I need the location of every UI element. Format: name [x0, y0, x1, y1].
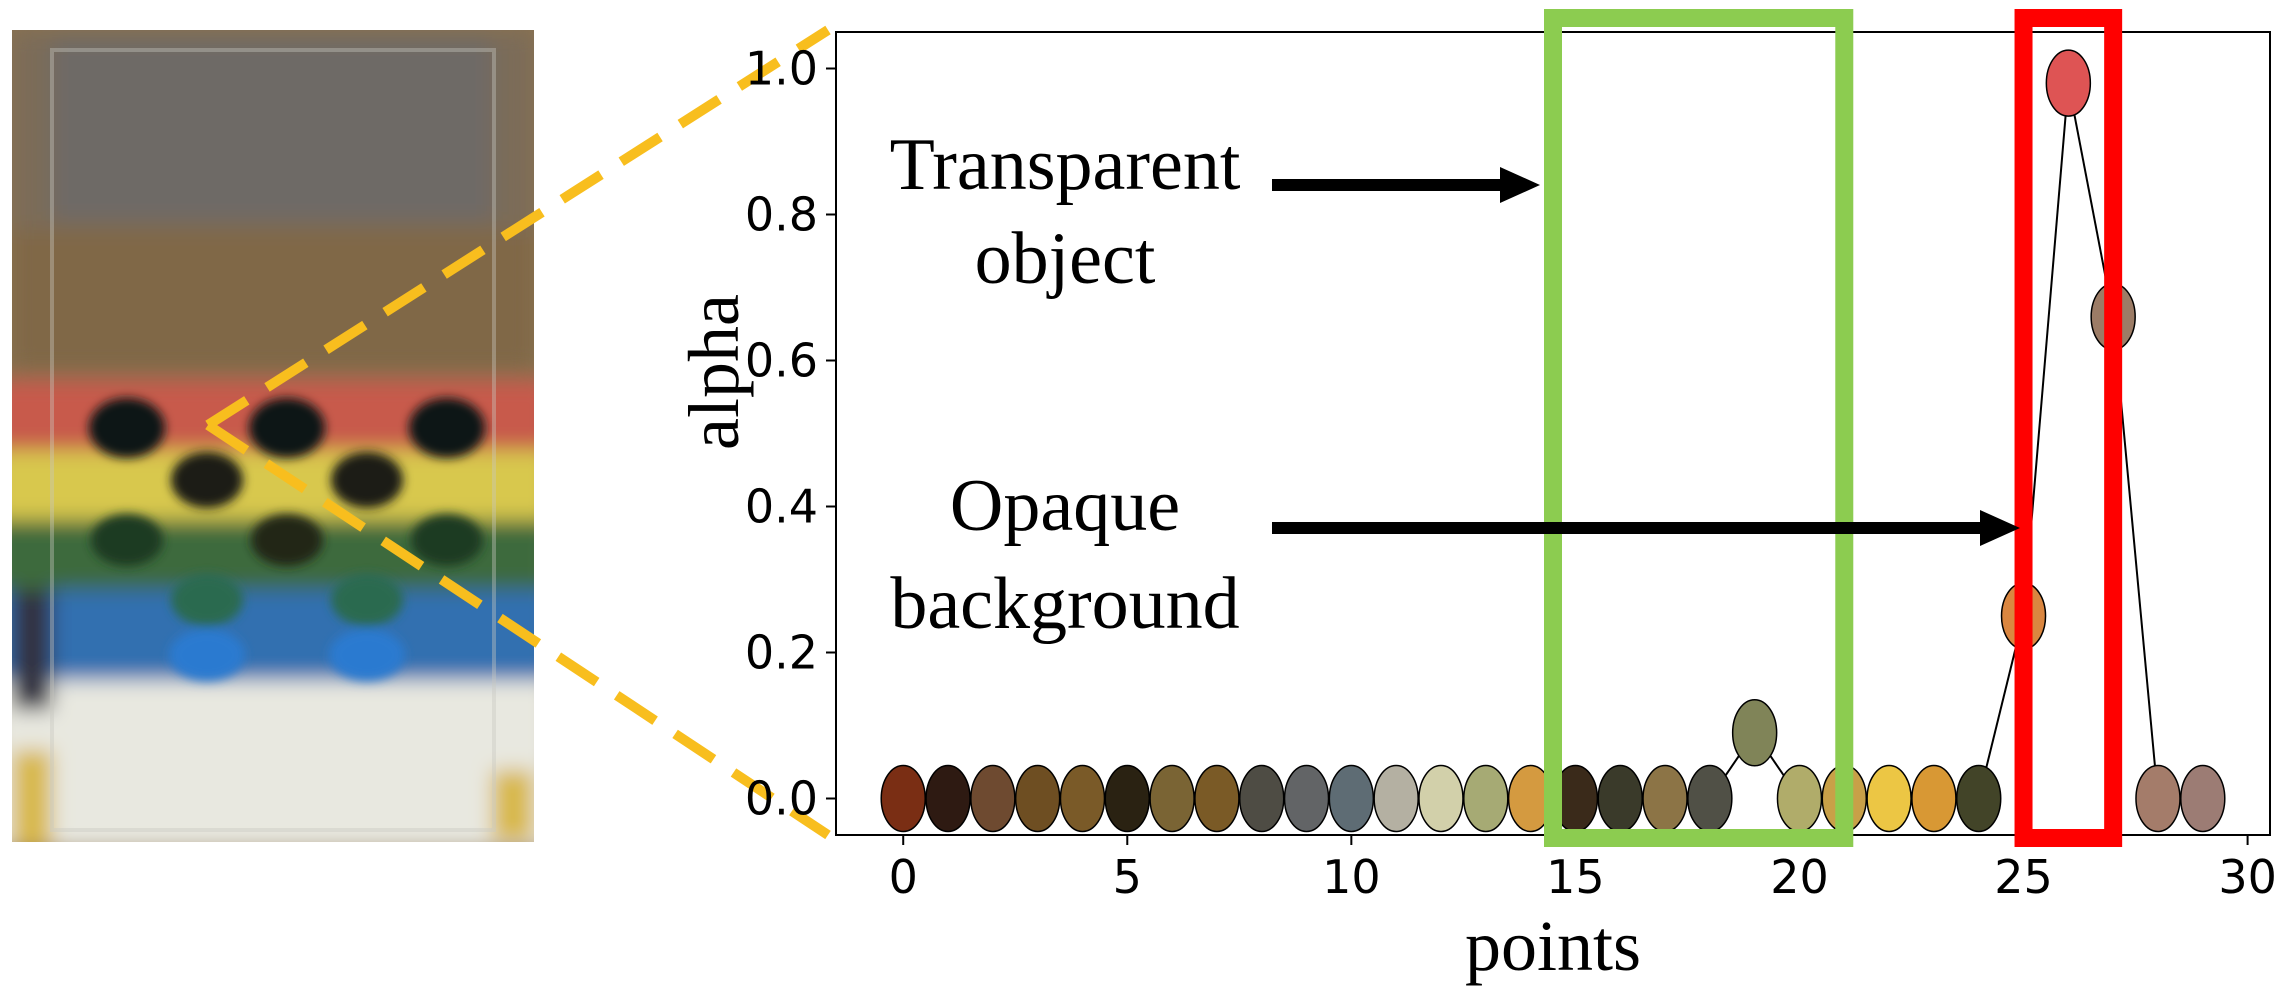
- data-point: [1731, 699, 1778, 767]
- scene-photo: [12, 30, 534, 842]
- transparent-object-highlight: [1544, 9, 1854, 847]
- axis-ticks: 0 5 10 15 20 25 30 0.0 0.2 0.4 0.6 0.8 1.0: [745, 42, 2277, 905]
- data-point: [1238, 764, 1285, 833]
- data-point: [2135, 764, 2181, 833]
- data-point: [1687, 764, 1733, 833]
- data-point: [1328, 764, 1375, 833]
- arrow-transparent: [1272, 167, 1540, 203]
- x-tick-label: 10: [1322, 850, 1381, 904]
- y-axis-label: alpha: [674, 294, 754, 450]
- data-point: [2180, 764, 2226, 833]
- annotation-opaque-line1: Opaque: [950, 465, 1180, 547]
- data-point: [1642, 764, 1688, 833]
- data-point: [1283, 764, 1330, 833]
- x-tick-label: 25: [1994, 850, 2053, 904]
- data-point: [1418, 764, 1464, 833]
- annotation-transparent-line1: Transparent: [890, 124, 1241, 206]
- x-tick-label: 30: [2218, 850, 2277, 904]
- data-point: [1149, 764, 1195, 833]
- zoom-line-lower: [205, 420, 831, 840]
- data-point: [2045, 49, 2092, 117]
- data-point: [1194, 764, 1240, 833]
- y-tick-label: 0.2: [745, 626, 818, 680]
- data-point: [925, 764, 971, 833]
- data-point: [1104, 764, 1151, 833]
- y-tick-label: 0.4: [745, 480, 818, 534]
- data-point: [880, 764, 926, 833]
- annotation-transparent-line2: object: [975, 218, 1156, 300]
- y-tick-label: 0.6: [745, 334, 818, 388]
- data-point: [1911, 764, 1957, 833]
- x-tick-label: 0: [889, 850, 918, 904]
- zoom-line-upper: [205, 25, 831, 430]
- data-point: [1597, 764, 1643, 833]
- data-point: [970, 764, 1016, 833]
- y-tick-label: 0.8: [745, 188, 818, 242]
- opaque-background-highlight: [2014, 9, 2123, 847]
- transparent-block-image: [12, 30, 534, 842]
- data-point: [1059, 764, 1106, 833]
- data-point: [1014, 764, 1061, 833]
- data-point: [1463, 764, 1509, 833]
- x-axis-label: points: [1465, 906, 1641, 986]
- data-point: [1776, 764, 1823, 833]
- data-point: [1373, 764, 1419, 833]
- arrow-opaque: [1272, 510, 2020, 546]
- y-tick-label: 0.0: [745, 772, 818, 826]
- x-tick-label: 15: [1546, 850, 1605, 904]
- x-tick-label: 20: [1770, 850, 1829, 904]
- series-lines: [1709, 82, 2159, 800]
- data-point: [1955, 764, 2002, 833]
- series-points: [880, 49, 2226, 833]
- x-tick-label: 5: [1113, 850, 1142, 904]
- annotation-opaque-line2: background: [890, 563, 1239, 645]
- y-tick-label: 1.0: [745, 42, 818, 96]
- data-point: [1866, 764, 1912, 833]
